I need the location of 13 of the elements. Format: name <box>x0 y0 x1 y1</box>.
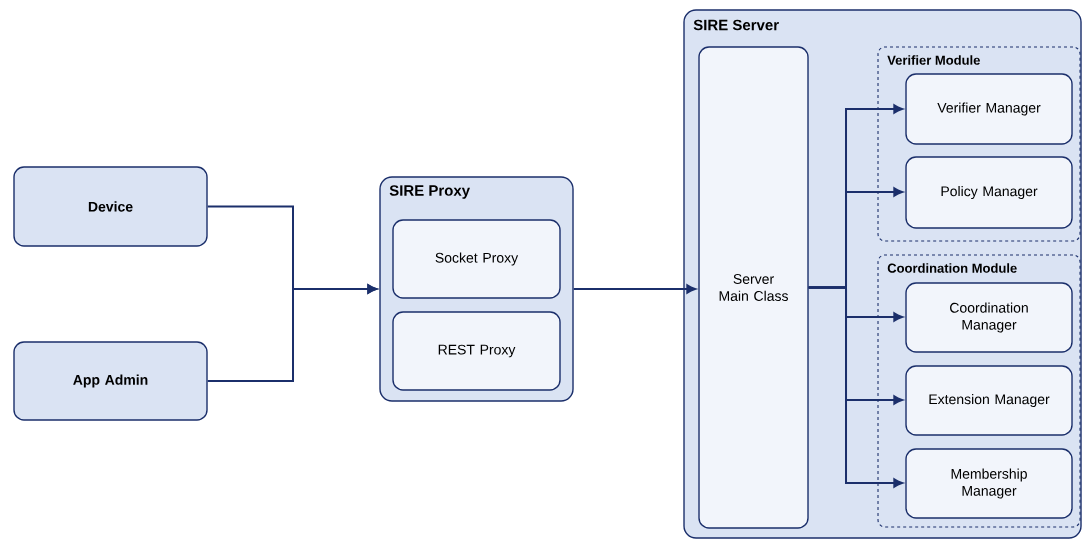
class-box: Coordination Manager <box>905 282 1073 353</box>
arrow <box>206 284 377 382</box>
class-box: Server Main Class <box>698 46 809 529</box>
actor-box: App Admin <box>13 341 208 421</box>
arrow <box>572 284 696 294</box>
class-box: Socket Proxy <box>392 219 561 299</box>
actor-box: Device <box>13 166 208 247</box>
class-box: Verifier Manager <box>905 73 1073 145</box>
class-box: REST Proxy <box>392 311 561 391</box>
class-box: Membership Manager <box>905 448 1073 519</box>
arrow <box>807 286 903 488</box>
class-box: Extension Manager <box>905 365 1073 436</box>
class-box: Policy Manager <box>905 156 1073 229</box>
